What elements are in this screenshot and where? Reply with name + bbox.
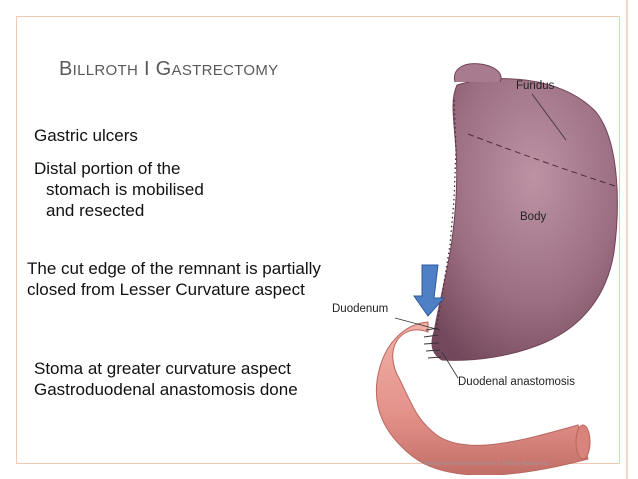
title-word-rest: ILLROTH [72, 62, 139, 79]
slide-title: BILLROTH I GASTRECTOMY [59, 58, 278, 81]
label-duodenum: Duodenum [332, 303, 389, 315]
slide-frame [16, 16, 620, 464]
fundus-boundary [467, 133, 616, 187]
duodenum-end [575, 424, 591, 460]
bullet-line: and resected [46, 201, 145, 220]
title-word-rest: ASTRECTOMY [171, 62, 279, 79]
title-initial: G [155, 58, 172, 80]
esophagus [453, 63, 502, 83]
duodenum [375, 321, 589, 476]
staple-line [435, 99, 457, 331]
fundus-leader [531, 93, 567, 141]
cut-edge-line: The cut edge of the remnant is partially [27, 259, 321, 278]
duodenum-leader [394, 317, 441, 331]
stomach-diagram [375, 63, 618, 476]
title-numeral: I [143, 58, 150, 80]
label-fundus: Fundus [516, 80, 555, 92]
slide-frame-edge [626, 0, 628, 479]
label-anastomosis: Duodenal anastomosis [458, 376, 575, 388]
title-initial: B [59, 58, 73, 80]
stomach-illustration: Fundus Body Duodenum Duodenal anastomosi… [320, 60, 630, 476]
image-credit: Elsevier items and derived items © 2006 … [424, 461, 549, 467]
cut-edge-line: closed from Lesser Curvature aspect [27, 280, 305, 299]
anastomosis-leader [441, 351, 459, 379]
stoma-line: Stoma at greater curvature aspect [34, 359, 292, 378]
bullet-line: stomach is mobilised [46, 180, 204, 199]
stoma-text: Stoma at greater curvature aspect Gastro… [34, 358, 298, 400]
cut-edge-arrow [413, 264, 446, 317]
label-body: Body [520, 211, 547, 223]
bullet-distal-portion: Distal portion of the stomach is mobilis… [34, 158, 204, 221]
anastomosis-sutures [423, 327, 442, 359]
cut-edge-text: The cut edge of the remnant is partially… [27, 258, 321, 300]
bullet-gastric-ulcers: Gastric ulcers [34, 126, 138, 145]
bullet-line: Distal portion of the [34, 159, 181, 178]
stoma-line: Gastroduodenal anastomosis done [34, 380, 298, 399]
stomach-remnant [431, 78, 618, 361]
